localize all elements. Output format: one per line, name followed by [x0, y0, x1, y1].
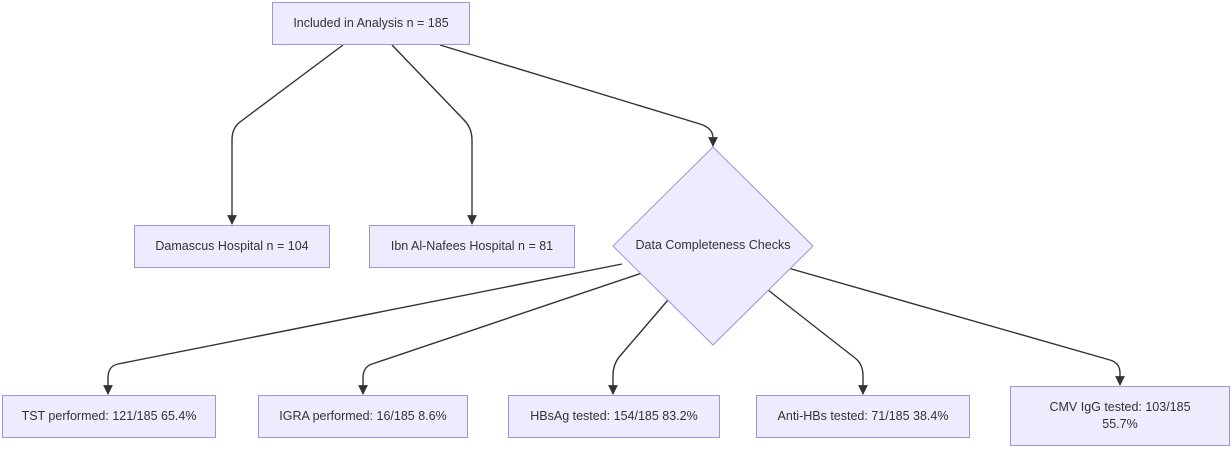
node-hbsag-tested: HBsAg tested: 154/185 83.2%	[508, 395, 720, 438]
node-cmv-label-line1: CMV IgG tested: 103/185	[1049, 400, 1191, 414]
node-anti-hbs-tested: Anti-HBs tested: 71/185 38.4%	[756, 395, 970, 438]
edge-checks-to-igra	[358, 272, 643, 395]
edge-checks-to-tst	[103, 263, 623, 395]
edge-checks-to-cmv	[787, 267, 1125, 386]
decision-diamond	[612, 146, 814, 346]
node-included-label: Included in Analysis n = 185	[293, 16, 449, 30]
node-checks-label: Data Completeness Checks	[635, 238, 791, 252]
node-tst-label: TST performed: 121/185 65.4%	[21, 409, 197, 423]
node-ibn-al-nafees-label: Ibn Al-Nafees Hospital n = 81	[390, 239, 554, 253]
node-tst-performed: TST performed: 121/185 65.4%	[2, 395, 216, 438]
node-cmv-label-line2: 55.7%	[1102, 417, 1138, 431]
edge-included-to-checks	[439, 44, 718, 147]
node-igra-label: IGRA performed: 16/185 8.6%	[279, 409, 447, 423]
node-hbsag-label: HBsAg tested: 154/185 83.2%	[530, 409, 698, 423]
edge-included-to-ibn-al-nafees	[391, 44, 477, 225]
edge-included-to-damascus	[227, 44, 344, 225]
node-included-in-analysis: Included in Analysis n = 185	[272, 2, 470, 45]
node-igra-performed: IGRA performed: 16/185 8.6%	[258, 395, 468, 438]
node-anti-hbs-label: Anti-HBs tested: 71/185 38.4%	[777, 409, 949, 423]
edge-checks-to-anti-hbs	[767, 289, 868, 395]
node-cmv-igg-tested: CMV IgG tested: 103/185 55.7%	[1010, 386, 1230, 446]
node-damascus-label: Damascus Hospital n = 104	[155, 239, 309, 253]
node-damascus-hospital: Damascus Hospital n = 104	[134, 225, 330, 268]
node-data-completeness-checks: Data Completeness Checks	[623, 237, 803, 254]
edge-checks-to-hbsag	[608, 299, 669, 395]
node-ibn-al-nafees-hospital: Ibn Al-Nafees Hospital n = 81	[369, 225, 575, 268]
